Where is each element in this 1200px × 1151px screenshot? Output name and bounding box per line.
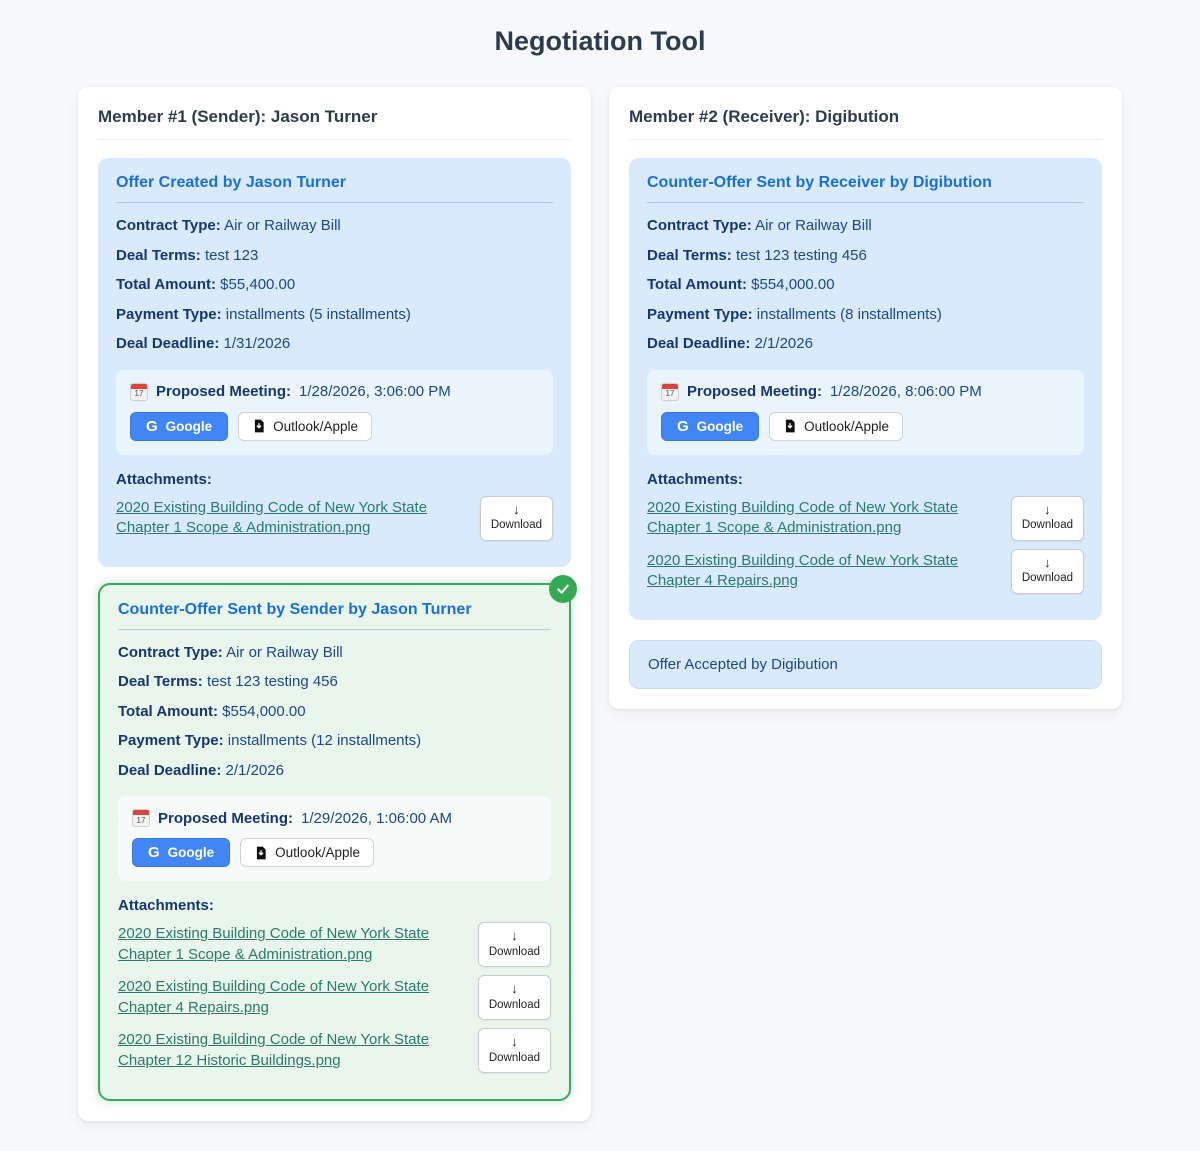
attachment-row: 2020 Existing Building Code of New York … [118,975,551,1021]
download-button-label: Download [488,945,540,958]
total-amount-field: Total Amount: $554,000.00 [118,702,306,720]
counter-offer-card-title: Counter-Offer Sent by Sender by Jason Tu… [118,601,551,630]
outlook-button-label: Outlook/Apple [804,418,889,434]
attachment-link[interactable]: 2020 Existing Building Code of New York … [116,498,428,537]
google-g-icon: G [677,417,689,435]
google-button-label: Google [165,418,213,434]
attachment-link[interactable]: 2020 Existing Building Code of New York … [118,1031,430,1069]
counter-offer-card-title: Counter-Offer Sent by Receiver by Digibu… [647,174,1084,203]
receiver-panel-header: Member #2 (Receiver): Digibution [629,107,1102,140]
download-button-label: Download [488,1051,540,1064]
payment-type-field: Payment Type: installments (5 installmen… [116,305,411,323]
sender-panel-header: Member #1 (Sender): Jason Turner [98,107,571,140]
download-button-label: Download [1021,572,1073,585]
attachment-link[interactable]: 2020 Existing Building Code of New York … [647,551,959,590]
ics-file-icon [255,419,264,433]
attachments-label: Attachments: [118,897,214,915]
download-button-label: Download [1021,519,1073,532]
deal-deadline-field: Deal Deadline: 1/31/2026 [116,335,291,352]
download-button[interactable]: ↓ Download [1010,548,1084,594]
sender-counter-offer-card: Counter-Offer Sent by Sender by Jason Tu… [98,574,577,1102]
calendar-icon: 17 [130,382,148,401]
download-arrow-icon: ↓ [1044,501,1051,517]
accepted-check-icon [557,584,569,594]
google-button-label: Google [167,845,215,861]
deal-deadline-field: Deal Deadline: 2/1/2026 [647,335,813,352]
meeting-label: Proposed Meeting: [687,383,823,400]
meeting-label: Proposed Meeting: [158,809,294,827]
proposed-meeting-box: 17 Proposed Meeting: 1/29/2026, 1:06:00 … [118,796,551,882]
calendar-icon: 17 [132,809,150,828]
attachment-row: 2020 Existing Building Code of New York … [647,548,1084,594]
payment-type-field: Payment Type: installments (12 installme… [118,732,422,750]
google-g-icon: G [146,417,158,435]
payment-type-field: Payment Type: installments (8 installmen… [647,305,942,323]
download-button[interactable]: ↓ Download [479,495,553,541]
deal-terms-field: Deal Terms: test 123 testing 456 [118,673,338,691]
download-button-label: Download [488,998,540,1011]
outlook-button-label: Outlook/Apple [273,418,358,434]
deal-terms-field: Deal Terms: test 123 [116,246,259,264]
download-button[interactable]: ↓ Download [1010,495,1084,541]
download-arrow-icon: ↓ [1044,554,1051,570]
member-columns: Member #1 (Sender): Jason Turner Offer C… [78,87,1122,1151]
meeting-datetime: 1/28/2026, 3:06:00 PM [299,383,451,400]
total-amount-field: Total Amount: $55,400.00 [116,276,296,293]
outlook-apple-calendar-button[interactable]: Outlook/Apple [238,411,372,441]
attachments-label: Attachments: [647,470,743,488]
sender-panel: Member #1 (Sender): Jason Turner Offer C… [78,87,591,1122]
total-amount-field: Total Amount: $554,000.00 [647,276,835,293]
download-arrow-icon: ↓ [511,928,518,944]
attachment-link[interactable]: 2020 Existing Building Code of New York … [118,925,430,963]
download-arrow-icon: ↓ [511,981,518,997]
page-title: Negotiation Tool [494,26,706,56]
download-arrow-icon: ↓ [511,1034,518,1050]
receiver-counter-offer-card: Counter-Offer Sent by Receiver by Digibu… [629,158,1102,620]
meeting-label: Proposed Meeting: [156,383,292,400]
outlook-apple-calendar-button[interactable]: Outlook/Apple [240,838,374,868]
contract-type-field: Contract Type: Air or Railway Bill [116,217,341,234]
deal-terms-field: Deal Terms: test 123 testing 456 [647,246,867,264]
attachment-row: 2020 Existing Building Code of New York … [116,495,553,541]
accepted-badge [549,574,577,603]
meeting-datetime: 1/29/2026, 1:06:00 AM [301,809,452,827]
attachments-label: Attachments: [116,470,212,488]
google-calendar-button[interactable]: G Google [661,411,760,441]
download-arrow-icon: ↓ [513,501,520,517]
google-button-label: Google [696,418,744,434]
contract-type-field: Contract Type: Air or Railway Bill [647,217,872,234]
offer-card-title: Offer Created by Jason Turner [116,174,553,203]
calendar-icon: 17 [661,382,679,401]
proposed-meeting-box: 17 Proposed Meeting: 1/28/2026, 8:06:00 … [647,369,1084,455]
outlook-apple-calendar-button[interactable]: Outlook/Apple [769,411,903,441]
deal-deadline-field: Deal Deadline: 2/1/2026 [118,761,284,779]
meeting-datetime: 1/28/2026, 8:06:00 PM [830,383,982,400]
negotiation-tool-page: Negotiation Tool Member #1 (Sender): Jas… [78,0,1122,1151]
google-calendar-button[interactable]: G Google [132,838,231,868]
download-button[interactable]: ↓Download [477,1028,551,1074]
download-button[interactable]: ↓Download [477,975,551,1021]
offer-created-card: Offer Created by Jason Turner Contract T… [98,158,571,567]
attachment-row: 2020 Existing Building Code of New York … [118,922,551,968]
attachment-link[interactable]: 2020 Existing Building Code of New York … [647,498,959,537]
outlook-button-label: Outlook/Apple [275,845,360,861]
download-button[interactable]: ↓Download [477,922,551,968]
offer-accepted-notice: Offer Accepted by Digibution [629,639,1102,689]
contract-type-field: Contract Type: Air or Railway Bill [118,643,343,661]
ics-file-icon [257,846,266,859]
proposed-meeting-box: 17 Proposed Meeting: 1/28/2026, 3:06:00 … [116,369,553,455]
google-calendar-button[interactable]: G Google [130,411,229,441]
attachment-link[interactable]: 2020 Existing Building Code of New York … [118,978,430,1016]
google-g-icon: G [148,844,160,862]
attachment-row: 2020 Existing Building Code of New York … [118,1028,551,1074]
receiver-panel: Member #2 (Receiver): Digibution Counter… [609,87,1122,709]
download-button-label: Download [490,519,542,532]
ics-file-icon [786,419,795,433]
attachment-row: 2020 Existing Building Code of New York … [647,495,1084,541]
